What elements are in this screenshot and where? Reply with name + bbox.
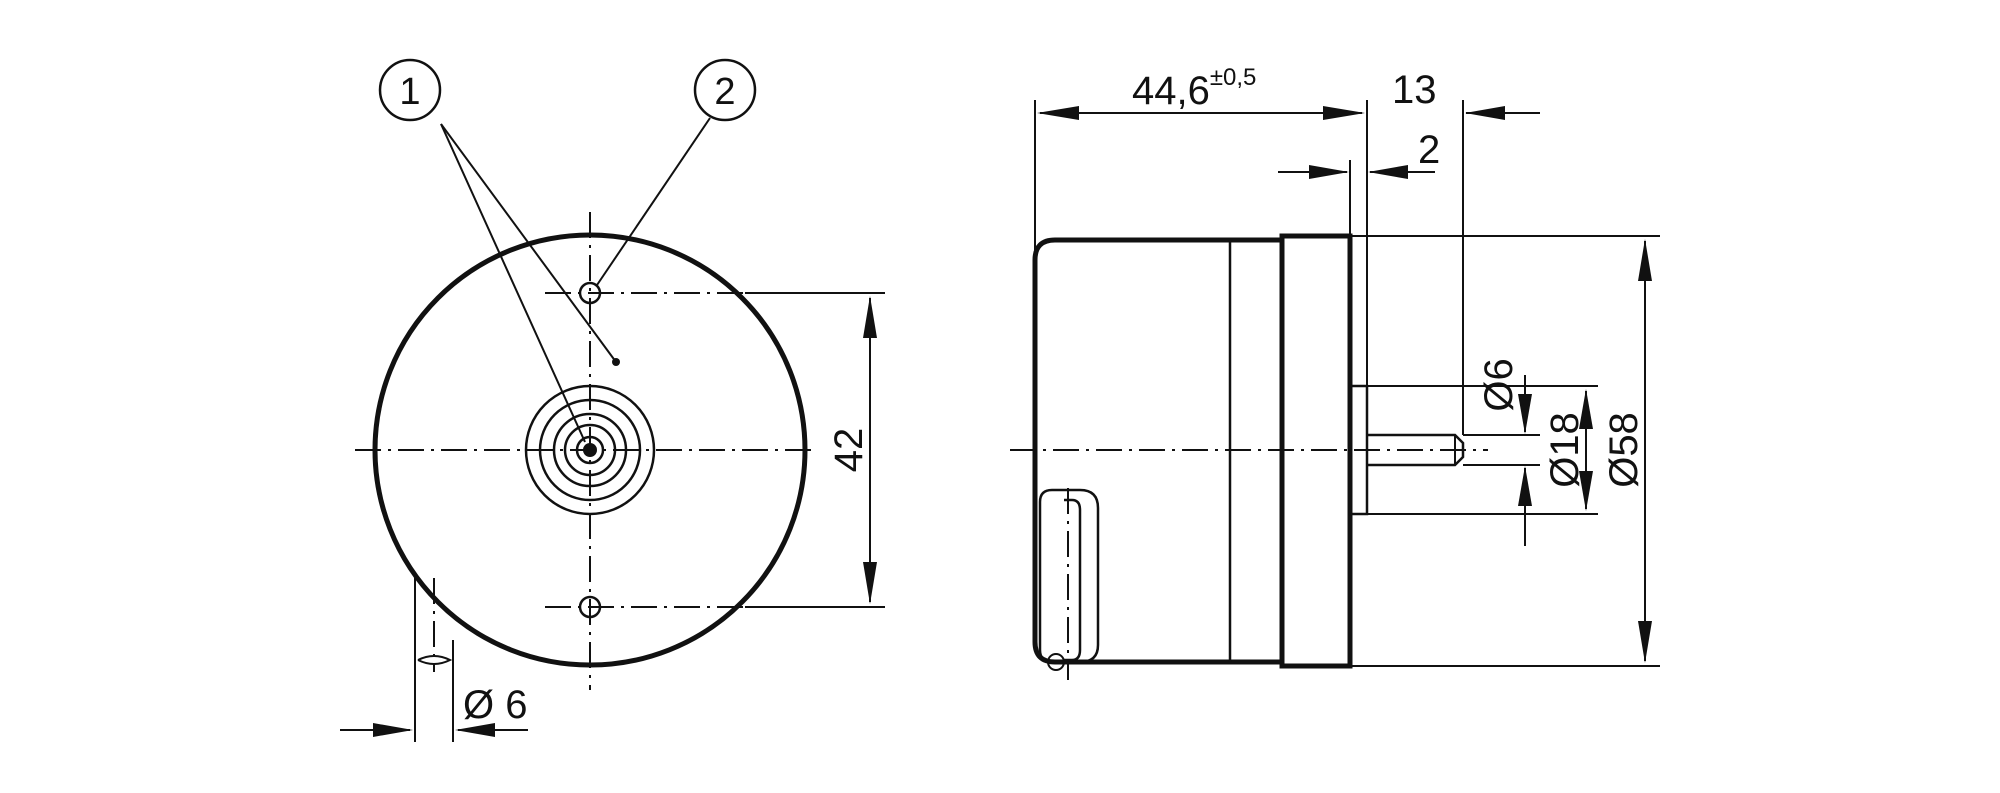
- svg-text:2: 2: [714, 71, 735, 113]
- dim-18-arrow-bottom: [1579, 471, 1593, 511]
- hub-diameter-label: Ø18: [1543, 412, 1587, 488]
- callout-2: 2: [693, 58, 757, 122]
- hub-ring-4: [563, 423, 617, 477]
- cable-gland-inner: [1064, 498, 1082, 662]
- cable-arrow-left: [373, 723, 413, 737]
- hole-spacing-label: 42: [827, 428, 871, 473]
- hub-ring-2: [538, 398, 642, 502]
- lower-mounting-hole: [578, 595, 602, 619]
- svg-text:1: 1: [399, 71, 420, 113]
- shaft-circle: [575, 435, 605, 465]
- callout-2-leader: [596, 117, 711, 286]
- dim-6-arrow-top: [1518, 394, 1532, 434]
- shaft-center-dot: [583, 443, 597, 457]
- dim-2-arrow-right: [1368, 165, 1408, 179]
- front-view: 1 2 42 Ø 6: [340, 58, 885, 742]
- cable-gland-outer: [1038, 488, 1100, 664]
- dim-2-arrow-left: [1309, 165, 1349, 179]
- housing-diameter-label: Ø58: [1602, 412, 1646, 488]
- dim-42-arrow-bottom: [863, 562, 877, 604]
- callout-1-leader-a: [440, 123, 586, 443]
- callout-1: 1: [378, 58, 442, 122]
- dim-44-arrow-right: [1323, 106, 1365, 120]
- shaft-length-label: 13: [1392, 68, 1437, 112]
- cable-arrow-right: [455, 723, 495, 737]
- cable-gland-end: [1047, 653, 1065, 671]
- cable-end: [417, 655, 453, 665]
- shaft: [1367, 433, 1465, 467]
- dim-6-arrow-bottom: [1518, 466, 1532, 506]
- dim-58-arrow-bottom: [1638, 621, 1652, 663]
- callout-1-leader-b: [440, 123, 617, 363]
- hub-ring-3: [552, 412, 628, 488]
- shaft-shoulder: [1348, 384, 1369, 516]
- dim-58-arrow-top: [1638, 239, 1652, 281]
- hub-outer-ring: [524, 384, 656, 516]
- dim-13-arrow: [1465, 106, 1505, 120]
- side-view: 44,6±0,5 13 2 Ø58 Ø18 Ø6: [1010, 64, 1660, 680]
- flange-thickness-label: 2: [1418, 128, 1440, 172]
- upper-mounting-hole: [578, 281, 602, 305]
- housing-circle: [372, 232, 808, 668]
- cable-diameter-label: Ø 6: [463, 683, 527, 727]
- body-length-label: 44,6±0,5: [1132, 64, 1256, 113]
- shaft-diameter-label: Ø6: [1477, 358, 1521, 411]
- dim-18-arrow-top: [1579, 389, 1593, 429]
- dim-44-arrow-left: [1037, 106, 1079, 120]
- dim-42-arrow-top: [863, 296, 877, 338]
